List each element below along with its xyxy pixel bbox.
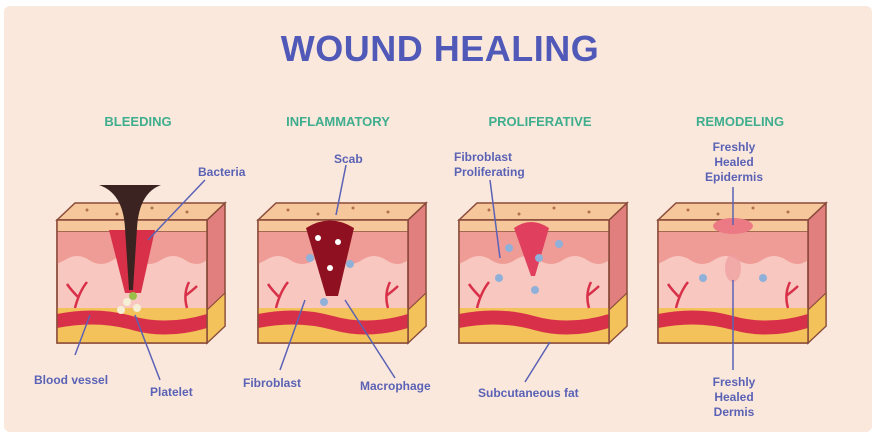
- label-fibroblast-proliferating: Fibroblast Proliferating: [454, 150, 525, 179]
- label-scab: Scab: [334, 152, 363, 166]
- skin-block-bleeding: [55, 185, 227, 345]
- stage-title-remodeling: REMODELING: [695, 114, 785, 129]
- label-freshly-healed-epidermis: Freshly Healed Epidermis: [704, 140, 764, 184]
- stage-title-proliferative: PROLIFERATIVE: [488, 114, 592, 129]
- label-blood-vessel: Blood vessel: [34, 373, 109, 387]
- label-macrophage: Macrophage: [360, 379, 431, 393]
- skin-block-inflammatory: [256, 201, 428, 345]
- label-bacteria: Bacteria: [198, 165, 246, 179]
- skin-block-proliferative: [457, 201, 629, 345]
- leader-lines: [74, 164, 734, 383]
- diagram-title: WOUND HEALING: [280, 28, 600, 69]
- label-fibroblast: Fibroblast: [243, 376, 302, 390]
- stage-title-bleeding: BLEEDING: [104, 114, 172, 129]
- stage-title-inflammatory: INFLAMMATORY: [286, 114, 390, 129]
- label-subcutaneous-fat: Subcutaneous fat: [478, 386, 579, 400]
- skin-block-remodeling: [656, 201, 828, 345]
- label-freshly-healed-dermis: Freshly Healed Dermis: [712, 375, 756, 419]
- label-platelet: Platelet: [150, 385, 193, 399]
